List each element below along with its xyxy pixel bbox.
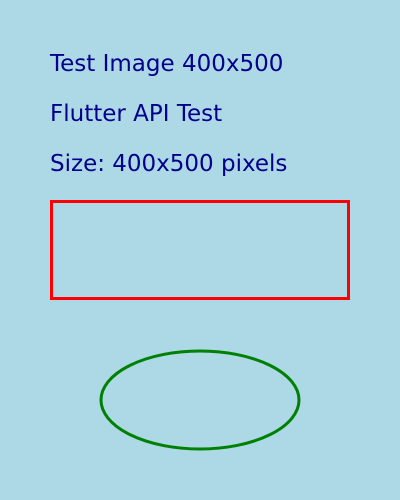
size-text: Size: 400x500 pixels: [50, 151, 288, 177]
title-text: Test Image 400x500: [50, 51, 284, 77]
subtitle-text: Flutter API Test: [50, 101, 223, 127]
red-rectangle: [50, 200, 350, 300]
green-ellipse: [99, 349, 301, 451]
